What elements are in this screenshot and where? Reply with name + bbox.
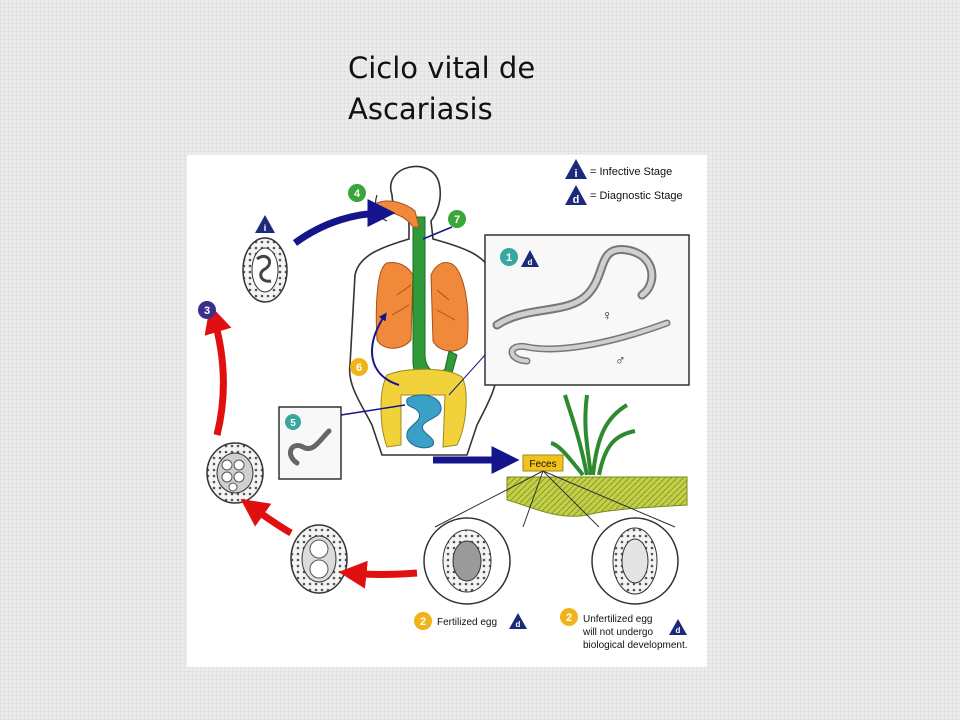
feces-label: Feces: [529, 459, 556, 470]
grass-icon: [550, 394, 636, 477]
svg-text:7: 7: [454, 214, 460, 226]
svg-text:1: 1: [506, 252, 512, 264]
infective-stage-marker: i: [255, 215, 275, 233]
fertilized-egg-label: Fertilized egg: [437, 617, 497, 628]
svg-text:3: 3: [204, 305, 210, 317]
infective-letter: i: [574, 168, 577, 180]
infective-stage-icon: [255, 215, 275, 233]
infective-label: = Infective Stage: [590, 166, 672, 178]
diagnostic-stage-icon: [669, 619, 687, 635]
unfertilized-line-1: Unfertilized egg: [583, 614, 652, 625]
svg-text:d: d: [528, 258, 533, 267]
svg-text:d: d: [516, 620, 521, 629]
step-badge-7: 7: [448, 210, 466, 228]
lungs-icon: [375, 262, 469, 352]
step-badge-1: 1 d: [500, 248, 539, 267]
infective-triangle-icon: [565, 159, 587, 179]
infective-stage-legend: i = Infective Stage: [565, 159, 672, 180]
male-symbol: ♂: [615, 352, 626, 368]
diagnostic-letter: d: [573, 194, 580, 206]
step-badge-4: 4: [348, 184, 366, 202]
step-badge-6: 6: [350, 358, 368, 376]
step-badge-3: 3: [198, 301, 216, 319]
svg-text:i: i: [264, 223, 267, 233]
lifecycle-figure: i = Infective Stage d = Diagnostic Stage: [187, 155, 707, 667]
diagnostic-label: = Diagnostic Stage: [590, 190, 683, 202]
title-line-1: Ciclo vital de: [348, 51, 536, 85]
slide-title: Ciclo vital de Ascariasis: [348, 48, 668, 130]
svg-text:5: 5: [290, 418, 296, 429]
female-symbol: ♀: [602, 307, 613, 323]
step-badge-5: 5: [285, 414, 301, 430]
diagnostic-stage-legend: d = Diagnostic Stage: [565, 185, 683, 206]
svg-text:2: 2: [566, 612, 572, 624]
step-badge-2-fertilized: 2 Fertilized egg d: [414, 612, 527, 630]
multicell-egg-icon: [206, 442, 264, 504]
arrow-from-feces-to-eggs: [338, 560, 418, 589]
unfertilized-line-3: biological development.: [583, 640, 688, 651]
step-badge-2-unfertilized: 2 Unfertilized egg will not undergo biol…: [560, 608, 688, 651]
arrow-ingestion: [292, 199, 396, 246]
svg-text:d: d: [676, 626, 681, 635]
arrow-egg-development: [240, 498, 293, 537]
diagnostic-stage-icon: [509, 613, 527, 629]
two-cell-egg-icon: [290, 524, 348, 594]
fertilized-egg-icon: [423, 517, 511, 605]
pointer-step7: [422, 226, 453, 240]
adult-worms-inset: ♀ ♂: [484, 234, 690, 386]
pointer-adult-worms: [448, 354, 486, 396]
svg-text:6: 6: [356, 362, 362, 374]
svg-text:4: 4: [354, 188, 361, 200]
pointer-larva: [340, 404, 406, 416]
lifecycle-diagram: i = Infective Stage d = Diagnostic Stage: [198, 159, 690, 651]
diagnostic-triangle-icon: [565, 185, 587, 205]
intestine-icon: [380, 368, 467, 449]
unfertilized-line-2: will not undergo: [582, 627, 653, 638]
embryonated-egg-icon: [242, 237, 288, 303]
feces-to-eggs-lines: [434, 470, 676, 528]
legend: i = Infective Stage d = Diagnostic Stage: [565, 159, 683, 206]
title-line-2: Ascariasis: [348, 92, 493, 126]
diagnostic-stage-icon: [521, 250, 539, 267]
unfertilized-egg-icon: [591, 517, 679, 605]
arrow-development-up: [204, 304, 232, 436]
svg-text:2: 2: [420, 616, 426, 628]
arrow-larvae-migration: [371, 312, 400, 386]
